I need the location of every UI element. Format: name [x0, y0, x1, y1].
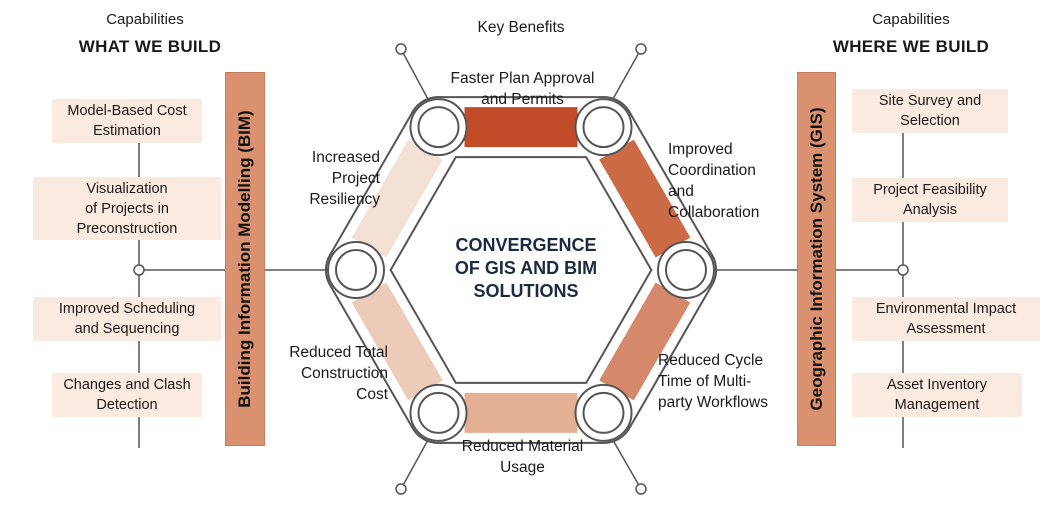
left-capability-box: Changes and Clash Detection: [52, 373, 202, 417]
left-capability-box: Model-Based Cost Estimation: [52, 99, 202, 143]
right-capability-box: Project Feasibility Analysis: [852, 178, 1008, 222]
key-benefits-heading: Key Benefits: [477, 19, 565, 36]
left-capability-box: Improved Scheduling and Sequencing: [33, 297, 221, 341]
benefit-label-top: Faster Plan Approval and Permits: [450, 70, 595, 108]
roller-node-inner: [335, 249, 377, 291]
segment-upper-left-fill: [351, 139, 443, 258]
roller-node-inner: [417, 391, 460, 434]
spoke-end-dot: [635, 483, 647, 495]
segment-upper-right-fill: [599, 139, 691, 258]
left-capability-box: Visualization of Projects in Preconstruc…: [33, 177, 221, 240]
roller-node-inner: [582, 391, 625, 434]
left-heading-large: WHAT WE BUILD: [78, 37, 222, 56]
benefit-label-lower-left: Reduced Total Construction Cost: [289, 344, 388, 403]
right-capability-box: Environmental Impact Assessment: [852, 297, 1040, 341]
convergence-title: CONVERGENCE OF GIS AND BIM SOLUTIONS: [454, 235, 598, 301]
spoke-end-dot: [395, 483, 407, 495]
hexagon-chain: [325, 96, 717, 444]
roller-node-inner: [582, 106, 625, 149]
right-heading-small: Capabilities: [872, 11, 950, 28]
right-heading-large: WHERE WE BUILD: [832, 37, 990, 56]
left-junction-dot: [133, 264, 145, 276]
roller-node-inner: [417, 106, 460, 149]
roller-node-inner: [665, 249, 707, 291]
bim-bar-label: Building Information Modelling (BIM): [235, 110, 254, 408]
spoke-end-dot: [395, 43, 407, 55]
segment-lower-left-fill: [351, 282, 443, 401]
benefit-label-bottom: Reduced Material Usage: [461, 438, 584, 476]
right-junction-dot: [897, 264, 909, 276]
right-capability-box: Asset Inventory Management: [852, 373, 1022, 417]
gis-bar: Geographic Information System (GIS): [797, 72, 836, 446]
right-capability-box: Site Survey and Selection: [852, 89, 1008, 133]
spoke-end-dot: [635, 43, 647, 55]
left-heading-small: Capabilities: [106, 11, 184, 28]
bim-bar: Building Information Modelling (BIM): [225, 72, 265, 446]
benefit-label-upper-left: Increased Project Resiliency: [309, 149, 380, 208]
segment-lower-right-fill: [599, 282, 691, 401]
benefit-label-lower-right: Reduced Cycle Time of Multi- party Workf…: [658, 352, 768, 411]
benefit-label-upper-right: Improved Coordination and Collaboration: [668, 141, 760, 221]
gis-bar-label: Geographic Information System (GIS): [806, 107, 826, 411]
